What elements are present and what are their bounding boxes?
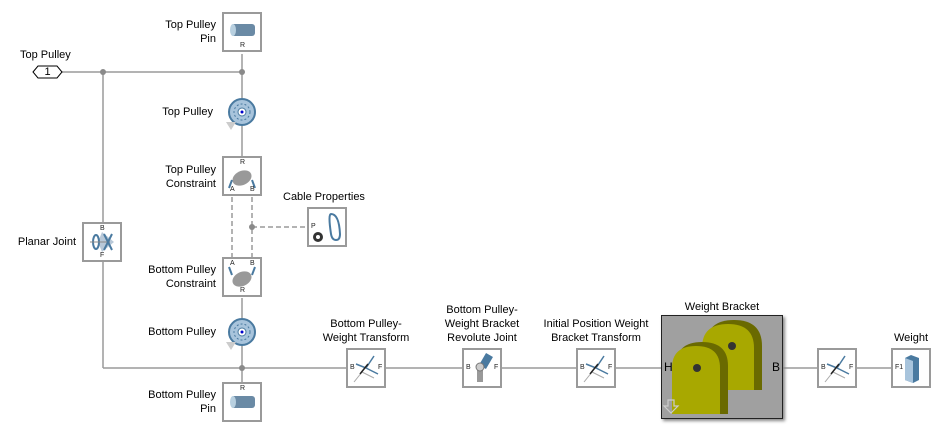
weight-block[interactable]: F1 bbox=[891, 348, 931, 388]
cable-properties-block[interactable]: P bbox=[307, 207, 347, 247]
bottom-pulley-icon bbox=[226, 318, 256, 350]
transform-axes-icon bbox=[824, 355, 850, 383]
bottom-pulley-constraint-block[interactable]: A B R bbox=[222, 257, 262, 297]
cable-properties-label: Cable Properties bbox=[283, 191, 365, 203]
weight-label: Weight bbox=[893, 332, 929, 344]
bottom-pulley-pin-block[interactable]: R bbox=[222, 382, 262, 422]
revolute-joint-icon bbox=[475, 352, 493, 382]
weight-bracket-label: Weight Bracket bbox=[684, 301, 760, 313]
cylinder-icon bbox=[230, 396, 255, 408]
inport-number[interactable]: 1 bbox=[44, 66, 51, 78]
bp-weight-transform-block[interactable]: B F bbox=[346, 348, 386, 388]
cylinder-icon bbox=[230, 24, 255, 36]
planar-joint-block[interactable]: B F bbox=[82, 222, 122, 262]
cable-gear-icon bbox=[313, 212, 342, 242]
transform-axes-icon bbox=[583, 355, 609, 383]
planar-joint-icon bbox=[90, 232, 114, 252]
top-pulley-label: Top Pulley bbox=[162, 106, 213, 118]
bracket-3d-icon bbox=[662, 320, 762, 414]
top-pulley-icon bbox=[226, 98, 256, 130]
revolute-joint-block[interactable]: B F bbox=[462, 348, 502, 388]
pulley-constraint-icon bbox=[228, 170, 256, 189]
top-pulley-constraint-block[interactable]: R A B bbox=[222, 156, 262, 196]
initial-position-transform-block[interactable]: B F bbox=[576, 348, 616, 388]
top-pulley-pin-block[interactable]: R bbox=[222, 12, 262, 52]
planar-joint-label: Planar Joint bbox=[17, 236, 76, 248]
weight-bracket-block[interactable]: H B bbox=[661, 315, 783, 419]
transform-axes-icon bbox=[353, 355, 379, 383]
weight-transform-block[interactable]: B F bbox=[817, 348, 857, 388]
bottom-pulley-label: Bottom Pulley bbox=[148, 326, 216, 338]
inport-top-pulley bbox=[32, 65, 63, 79]
solid-block-icon bbox=[905, 355, 919, 383]
pulley-constraint-icon bbox=[228, 266, 256, 287]
bp-weight-transform-label: Bottom Pulley-Weight Transform bbox=[322, 318, 410, 344]
inport-label: Top Pulley bbox=[20, 49, 71, 61]
